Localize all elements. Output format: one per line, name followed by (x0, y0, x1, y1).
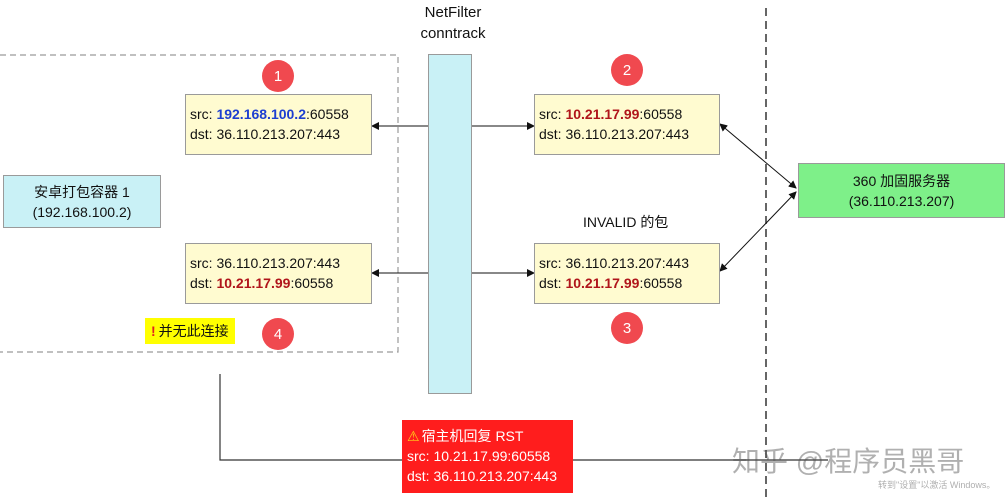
netfilter-title-line1: NetFilter (424, 4, 482, 21)
packet-1: src: 192.168.100.2:60558 dst: 36.110.213… (185, 94, 372, 155)
packet-1-dst: dst: 36.110.213.207:443 (190, 126, 340, 142)
container-box: 安卓打包容器 1 (192.168.100.2) (3, 175, 161, 228)
rst-dst: dst: 36.110.213.207:443 (407, 468, 557, 484)
container-region (0, 54, 399, 353)
invalid-packet-label: INVALID 的包 (583, 214, 669, 230)
warning-text: 并无此连接 (158, 323, 229, 339)
packet-3: src: 36.110.213.207:443 dst: 10.21.17.99… (534, 243, 720, 304)
netfilter-conntrack-bar (428, 54, 472, 394)
packet-3-dst: dst: 10.21.17.99:60558 (539, 275, 683, 291)
no-connection-warning: !并无此连接 (145, 318, 235, 344)
packet-2: src: 10.21.17.99:60558 dst: 36.110.213.2… (534, 94, 720, 155)
container-ip: (192.168.100.2) (32, 203, 132, 220)
server-box: 360 加固服务器 (36.110.213.207) (798, 163, 1005, 218)
server-name: 360 加固服务器 (852, 172, 951, 189)
packet-4-src: src: 36.110.213.207:443 (190, 255, 340, 271)
step-badge-1: 1 (262, 60, 294, 92)
packet-4-dst: dst: 10.21.17.99:60558 (190, 275, 334, 291)
packet-3-src: src: 36.110.213.207:443 (539, 255, 689, 271)
arrow-p2-server (719, 123, 797, 189)
step-badge-2: 2 (611, 54, 643, 86)
packet-4: src: 36.110.213.207:443 dst: 10.21.17.99… (185, 243, 372, 304)
activation-watermark: 转到"设置"以激活 Windows。 (878, 480, 996, 490)
rst-box: ⚠宿主机回复 RST src: 10.21.17.99:60558 dst: 3… (402, 420, 573, 493)
warning-icon: ! (151, 323, 156, 339)
packet-4-dst-ip: 10.21.17.99 (216, 275, 291, 291)
server-ip: (36.110.213.207) (848, 192, 955, 209)
packet-2-src: src: 10.21.17.99:60558 (539, 106, 683, 122)
rst-path (219, 374, 828, 461)
packet-2-src-ip: 10.21.17.99 (565, 106, 640, 122)
rst-title: ⚠宿主机回复 RST (407, 428, 524, 444)
container-name: 安卓打包容器 1 (34, 183, 130, 200)
step-badge-3: 3 (611, 312, 643, 344)
packet-3-dst-ip: 10.21.17.99 (565, 275, 640, 291)
netfilter-title: NetFilter conntrack (398, 2, 508, 44)
watermark: 知乎 @程序员黑哥 (732, 446, 965, 477)
step-badge-4: 4 (262, 318, 294, 350)
packet-1-src-ip: 192.168.100.2 (216, 106, 306, 122)
packet-1-src: src: 192.168.100.2:60558 (190, 106, 349, 122)
packet-2-dst: dst: 36.110.213.207:443 (539, 126, 689, 142)
rst-src: src: 10.21.17.99:60558 (407, 448, 551, 464)
warning-triangle-icon: ⚠ (407, 428, 420, 444)
arrow-server-p3 (719, 191, 797, 272)
netfilter-title-line2: conntrack (420, 25, 486, 42)
